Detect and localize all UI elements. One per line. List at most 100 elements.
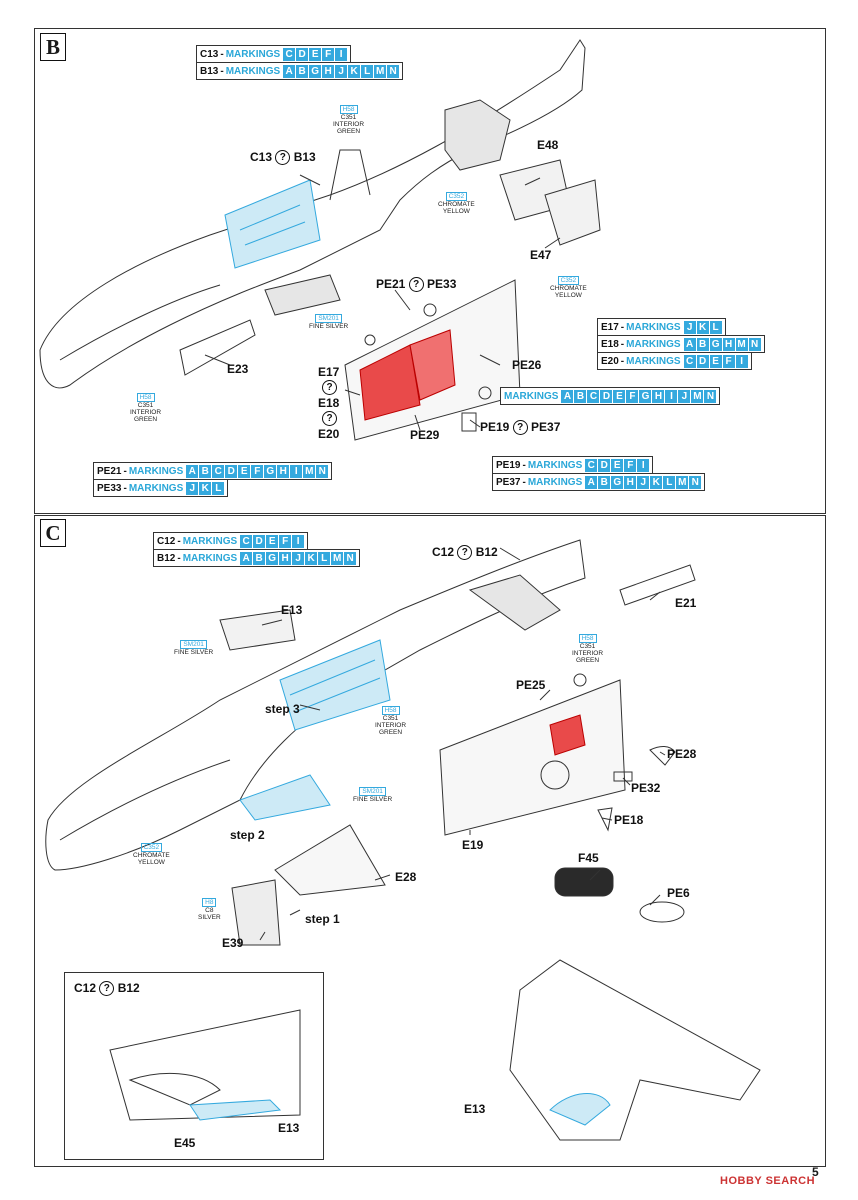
marking-letter-chip: A [240,551,253,565]
marking-letter-chip: N [748,337,761,351]
marking-letter-chip: F [322,47,335,61]
marking-letter-chip: M [691,389,704,403]
marking-part: E18 [601,338,619,350]
marking-word: MARKINGS [626,338,681,350]
marking-letter-chip: B [598,475,611,489]
part-label-e21: E21 [675,596,697,610]
marking-letter-chip: F [251,464,264,478]
part-label-pe28: PE28 [667,747,697,761]
marking-letter-chip: D [696,354,709,368]
marking-letter-chip: K [305,551,318,565]
section-c-frame [34,515,826,1167]
marking-letter-chip: E [266,534,279,548]
marking-word: MARKINGS [626,321,681,333]
marking-letter-chip: M [676,475,689,489]
marking-letter-chip: B [199,464,212,478]
part-label-pe32: PE32 [631,781,661,795]
marking-letter-chip: C [283,47,296,61]
marking-letter-chip: E [238,464,251,478]
section-b-letter: B [40,33,66,61]
marking-letter-chip: L [663,475,676,489]
section-b-frame [34,28,826,514]
marking-part: PE19 [496,459,521,471]
marking-letter-chip: G [264,464,277,478]
part-label-e13: E13 [281,603,303,617]
marking-letter-chip: L [709,320,722,334]
marking-letter-chip: A [561,389,574,403]
marking-letter-chip: I [292,534,305,548]
marking-letter-chip: N [344,551,357,565]
part-label-c12-b12: C12 ? B12 [432,545,498,561]
marking-letter-chip: E [709,354,722,368]
marking-letter-chip: G [709,337,722,351]
marking-part: PE37 [496,476,521,488]
marking-word: MARKINGS [527,459,583,471]
inset-label-c12-b12: C12 ? B12 [74,981,140,997]
marking-letter-chip: A [683,337,696,351]
watermark: HOBBY SEARCH [720,1175,816,1187]
part-label-e47: E47 [530,248,552,262]
marking-letter-chip: N [704,389,717,403]
marking-letter-chip: B [296,64,309,78]
marking-letter-chip: I [290,464,303,478]
marking-part: C13 [200,48,219,60]
marking-letter-chip: E [611,458,624,472]
marking-letter-chip: B [574,389,587,403]
marking-letter-chip: C [240,534,253,548]
marking-letter-chip: J [292,551,305,565]
part-label-e28: E28 [395,870,417,884]
marking-letter-chip: L [212,481,225,495]
marking-letter-chip: D [296,47,309,61]
marking-letter-chip: K [199,481,212,495]
part-label-f45: F45 [578,851,599,865]
part-label-e48: E48 [537,138,559,152]
part-label-e23: E23 [227,362,249,376]
marking-letter-chip: E [309,47,322,61]
marking-letter-chip: B [253,551,266,565]
marking-letter-chip: I [665,389,678,403]
marking-word: MARKINGS [182,552,238,564]
page-number: 5 [812,1165,819,1179]
inset-part-label-e13: E13 [278,1121,300,1135]
marking-letter-chip: F [722,354,735,368]
marking-letter-chip: F [279,534,292,548]
step-3-label: step 3 [265,702,300,716]
marking-word: MARKINGS [626,355,681,367]
marking-letter-chip: H [279,551,292,565]
marking-letter-chip: J [683,320,696,334]
marking-letter-chip: A [186,464,199,478]
question-mark-1: ? [322,380,337,396]
marking-part: E17 [601,321,619,333]
marking-letter-chip: H [277,464,290,478]
marking-letter-chip: A [283,64,296,78]
inset-frame [64,972,324,1160]
marking-letter-chip: K [650,475,663,489]
step-2-label: step 2 [230,828,265,842]
part-label-e17: E17 [318,365,340,379]
marking-letter-chip: G [611,475,624,489]
marking-letter-chip: N [387,64,400,78]
question-mark-2: ? [322,411,337,427]
marking-letter-chip: L [318,551,331,565]
marking-letter-chip: I [335,47,348,61]
marking-word: MARKINGS [128,465,184,477]
marking-letter-chip: H [322,64,335,78]
marking-letter-chip: D [225,464,238,478]
part-label-e13-bottom: E13 [464,1102,486,1116]
marking-letter-chip: G [266,551,279,565]
marking-letter-chip: M [331,551,344,565]
marking-word: MARKINGS [225,65,281,77]
